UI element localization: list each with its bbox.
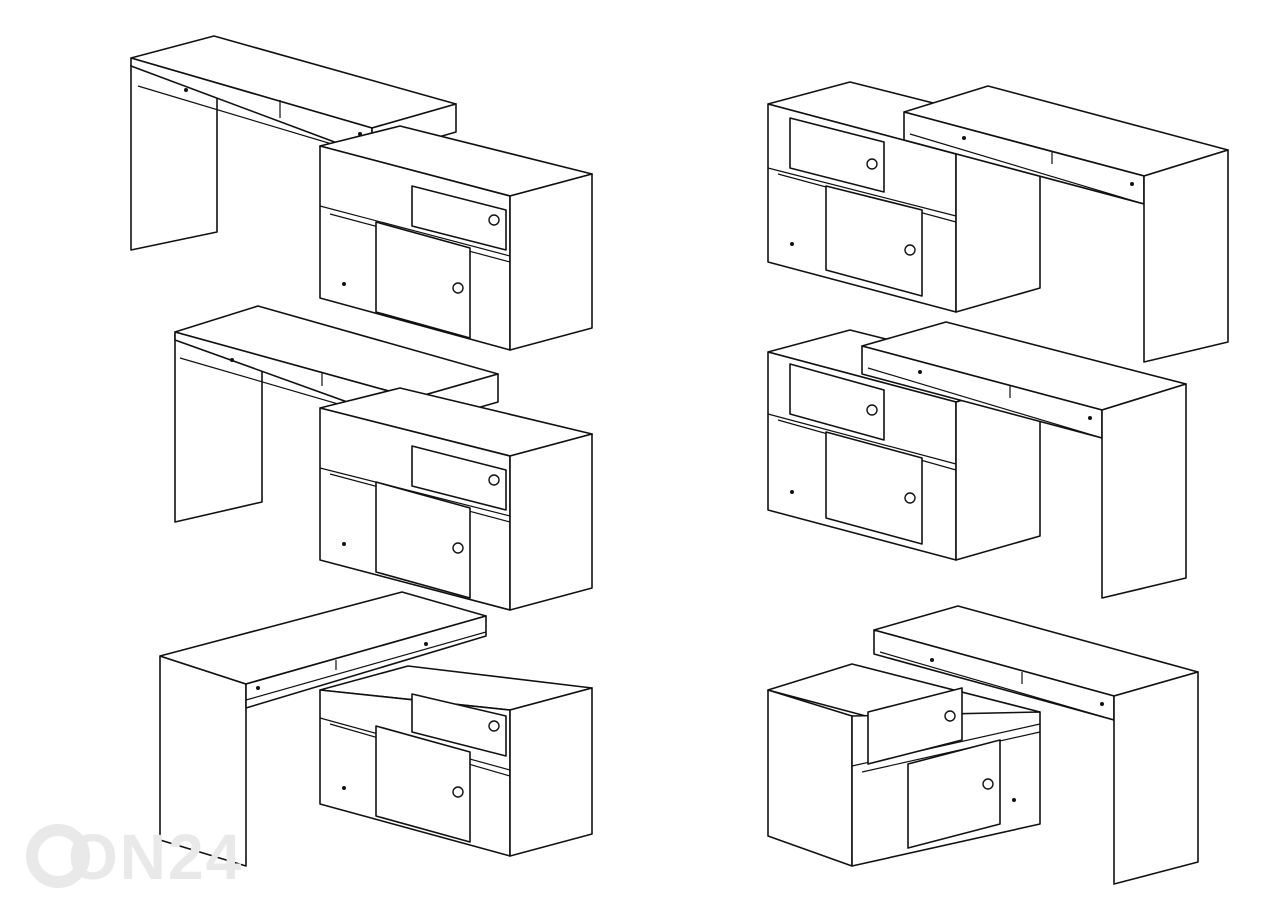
- watermark-text: ON24: [68, 821, 244, 893]
- desk-config-5: [767, 321, 1187, 599]
- watermark-logo-mark: [26, 824, 90, 888]
- desk-config-1: [130, 35, 593, 351]
- desk-config-4: [767, 81, 1229, 363]
- desk-config-2: [174, 305, 593, 611]
- desk-config-3: [159, 591, 593, 867]
- desk-config-6: [767, 605, 1199, 885]
